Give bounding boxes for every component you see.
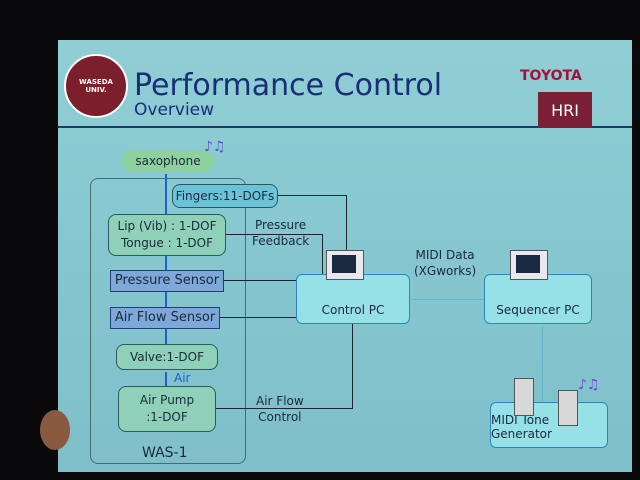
control-pc-box: Control PC — [296, 274, 410, 324]
lip-label: Lip (Vib) : 1-DOF — [117, 219, 217, 234]
connector-air-flow-sensor — [220, 317, 296, 318]
hri-logo: HRI — [538, 92, 592, 128]
slide-subtitle: Overview — [134, 100, 215, 120]
midi-tone-label: MIDI Tone Generator — [491, 413, 552, 441]
slide-title: Performance Control — [134, 68, 443, 103]
was-1-group — [90, 178, 246, 464]
air-flow-sensor-box: Air Flow Sensor — [110, 307, 220, 329]
air-pump-box: Air Pump :1-DOF — [118, 386, 216, 432]
connector-air-flow-control — [352, 324, 353, 408]
fingers-box: Fingers:11-DOFs — [172, 184, 278, 208]
connector-pressure-sensor — [224, 280, 296, 281]
connector-pressure-feedback — [322, 234, 323, 274]
presenter-head — [40, 410, 70, 450]
midi-tone-generator-box: MIDI Tone Generator — [490, 402, 608, 448]
music-note-icon: ♪♫ — [204, 139, 226, 155]
flow-arrow — [165, 292, 167, 307]
title-divider — [58, 126, 632, 128]
connector-fingers — [278, 195, 346, 196]
control-pc-label: Control PC — [321, 303, 385, 317]
pressure-sensor-box: Pressure Sensor — [110, 270, 224, 292]
air-pump-dof: :1-DOF — [146, 410, 188, 424]
flow-arrow — [165, 329, 167, 344]
midi-data-label: MIDI Data(XGworks) — [414, 248, 477, 278]
flow-arrow — [165, 372, 167, 386]
connector-fingers — [346, 195, 347, 275]
connector-air-flow-control — [216, 408, 353, 409]
connector-midi — [412, 299, 484, 300]
flow-arrow — [165, 256, 167, 270]
toyota-logo: TOYOTA — [520, 68, 582, 84]
lip-tongue-box: Lip (Vib) : 1-DOF Tongue : 1-DOF — [108, 214, 226, 256]
computer-icon — [510, 250, 548, 280]
speaker-icon — [558, 390, 578, 426]
speaker-icon — [514, 378, 534, 416]
music-note-icon: ♪♫ — [578, 377, 600, 393]
tongue-label: Tongue : 1-DOF — [120, 236, 214, 250]
connector-midi-tone — [542, 326, 543, 402]
sequencer-pc-box: Sequencer PC — [484, 274, 592, 324]
air-pump-label: Air Pump — [139, 393, 195, 408]
valve-box: Valve:1-DOF — [116, 344, 218, 370]
saxophone-box: saxophone — [120, 150, 216, 172]
air-label: Air — [174, 371, 191, 385]
was-1-label: WAS-1 — [142, 445, 188, 461]
flow-arrow — [165, 174, 167, 214]
sequencer-pc-label: Sequencer PC — [496, 303, 580, 317]
computer-icon — [326, 250, 364, 280]
connector-pressure-feedback — [226, 234, 322, 235]
